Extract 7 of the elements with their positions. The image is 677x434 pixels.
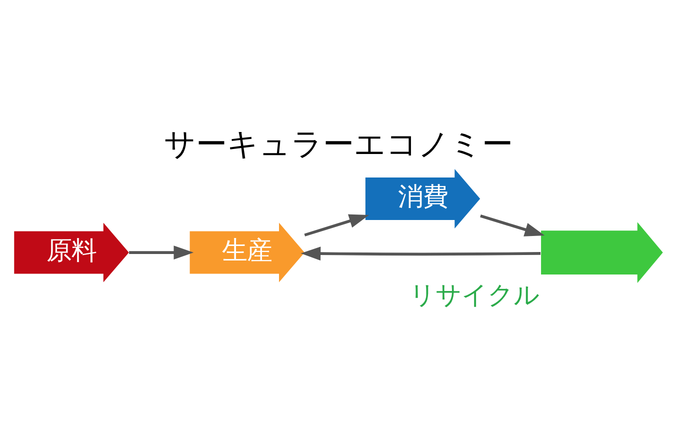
node-arrow [541, 222, 663, 282]
arrow [480, 214, 545, 236]
node-label: リサイクル [409, 280, 540, 310]
arrow [304, 214, 370, 236]
arrow [300, 246, 541, 260]
arrow [129, 245, 194, 259]
diagram-title: サーキュラーエコノミー [164, 126, 513, 162]
